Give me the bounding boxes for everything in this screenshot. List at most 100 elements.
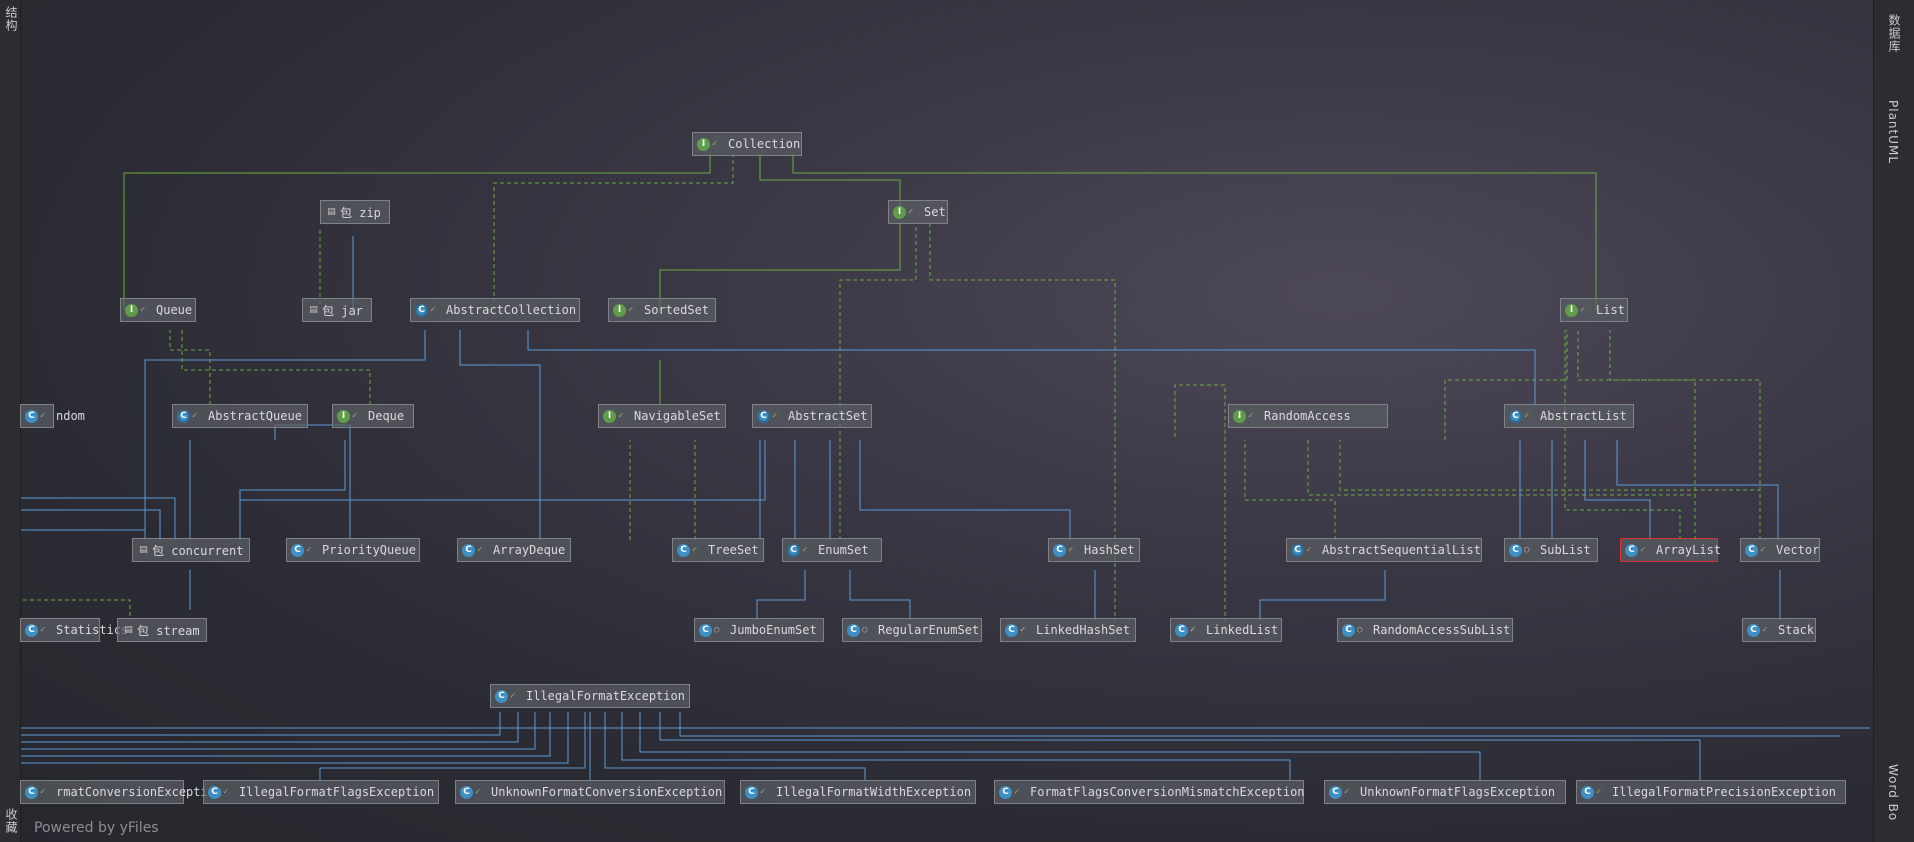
visibility-icon: ✓	[40, 411, 50, 421]
class-icon: C	[1175, 624, 1188, 637]
class-icon: C	[1509, 544, 1522, 557]
package-icon: ▤	[137, 544, 150, 557]
visibility-icon: ○	[1357, 625, 1367, 635]
node-statistics[interactable]: C✓Statistics	[20, 618, 100, 642]
visibility-icon: ✓	[306, 545, 316, 555]
node-label: PriorityQueue	[322, 543, 416, 557]
visibility-icon: ✓	[477, 545, 487, 555]
node-deque[interactable]: I✓Deque	[332, 404, 414, 428]
node-randsublist[interactable]: C○RandomAccessSubList	[1337, 618, 1513, 642]
node-label: AbstractCollection	[446, 303, 576, 317]
node-label: FormatFlagsConversionMismatchException	[1030, 785, 1305, 799]
node-hashset[interactable]: C✓HashSet	[1048, 538, 1140, 562]
node-jar[interactable]: ▤包 jar	[302, 298, 372, 322]
plantuml-tab[interactable]: PlantUML	[1886, 100, 1900, 164]
visibility-icon: ✓	[40, 625, 50, 635]
class-icon: C	[1329, 786, 1342, 799]
node-absset[interactable]: C✓AbstractSet	[752, 404, 872, 428]
structure-tab[interactable]: 结构	[3, 6, 20, 32]
abstract-class-icon: C	[1291, 544, 1304, 557]
node-linkedhashset[interactable]: C✓LinkedHashSet	[1000, 618, 1136, 642]
node-illprec[interactable]: C✓IllegalFormatPrecisionException	[1576, 780, 1846, 804]
visibility-icon: ✓	[40, 787, 50, 797]
node-illwidth[interactable]: C✓IllegalFormatWidthException	[740, 780, 976, 804]
powered-by-label: Powered by yFiles	[34, 820, 159, 836]
node-enumset[interactable]: C✓EnumSet	[782, 538, 882, 562]
node-prioq[interactable]: C✓ PriorityQueue	[286, 538, 420, 562]
interface-icon: I	[337, 410, 350, 423]
right-tool-strip: 数据库 PlantUML Word Bo	[1873, 0, 1914, 842]
node-label: SubList	[1540, 543, 1591, 557]
node-concurrent[interactable]: ▤包 concurrent	[132, 538, 250, 562]
node-abslist[interactable]: C✓AbstractList	[1504, 404, 1634, 428]
node-zip[interactable]: ▤包 zip	[320, 200, 390, 224]
node-linkedlist[interactable]: C✓LinkedList	[1170, 618, 1282, 642]
node-arraylist[interactable]: C✓ArrayList	[1620, 538, 1718, 562]
class-icon: C	[699, 624, 712, 637]
node-illflags[interactable]: C✓IllegalFormatFlagsException	[203, 780, 439, 804]
node-vector[interactable]: C✓Vector	[1740, 538, 1820, 562]
node-label: Queue	[156, 303, 192, 317]
node-label: ArrayDeque	[493, 543, 565, 557]
visibility-icon: ✓	[223, 787, 233, 797]
node-randaccess[interactable]: I✓RandomAccess	[1228, 404, 1388, 428]
visibility-icon: ✓	[772, 411, 782, 421]
node-label: UnknownFormatFlagsException	[1360, 785, 1555, 799]
node-collection[interactable]: I✓Collection	[692, 132, 802, 156]
node-random[interactable]: C✓ndom	[20, 404, 54, 428]
node-queue[interactable]: I✓Queue	[120, 298, 196, 322]
node-unkconv[interactable]: C✓UnknownFormatConversionException	[455, 780, 725, 804]
abstract-class-icon: C	[1509, 410, 1522, 423]
class-icon: C	[291, 544, 304, 557]
node-label: 包 jar	[322, 302, 363, 319]
node-illegalfmt[interactable]: C✓IllegalFormatException	[490, 684, 690, 708]
package-icon: ▤	[122, 624, 135, 637]
node-stack[interactable]: C✓ Stack	[1742, 618, 1816, 642]
node-label: Vector	[1776, 543, 1819, 557]
node-flagsmismatch[interactable]: C✓FormatFlagsConversionMismatchException	[994, 780, 1304, 804]
node-label: Stack	[1778, 623, 1814, 637]
class-icon: C	[1005, 624, 1018, 637]
visibility-icon: ✓	[1020, 625, 1030, 635]
class-icon: C	[460, 786, 473, 799]
node-arraydeque[interactable]: C✓ ArrayDeque	[457, 538, 571, 562]
node-fmtconv[interactable]: C✓rmatConversionException	[20, 780, 184, 804]
node-label: Set	[924, 205, 946, 219]
node-label: 包 concurrent	[152, 542, 243, 559]
node-label: AbstractSequentialList	[1322, 543, 1481, 557]
visibility-icon: ○	[714, 625, 724, 635]
wordbook-tab[interactable]: Word Bo	[1886, 764, 1900, 821]
node-treeset[interactable]: C✓TreeSet	[672, 538, 764, 562]
class-icon: C	[1053, 544, 1066, 557]
node-jumbo[interactable]: C○JumboEnumSet	[694, 618, 824, 642]
node-navset[interactable]: I✓NavigableSet	[598, 404, 726, 428]
left-tool-strip: 结构 收藏	[0, 0, 21, 842]
node-abscoll[interactable]: C✓AbstractCollection	[410, 298, 580, 322]
database-tab[interactable]: 数据库	[1886, 14, 1903, 53]
node-label: LinkedList	[1206, 623, 1278, 637]
node-label: HashSet	[1084, 543, 1135, 557]
class-icon: C	[1342, 624, 1355, 637]
node-unkflags[interactable]: C✓UnknownFormatFlagsException	[1324, 780, 1566, 804]
node-absseqlist[interactable]: C✓AbstractSequentialList	[1286, 538, 1482, 562]
class-icon: C	[1747, 624, 1760, 637]
node-stream[interactable]: ▤包 stream	[117, 618, 207, 642]
node-regular[interactable]: C○RegularEnumSet	[842, 618, 982, 642]
node-sublist[interactable]: C○SubList	[1504, 538, 1598, 562]
node-set[interactable]: I✓Set	[888, 200, 948, 224]
favorites-tab[interactable]: 收藏	[3, 808, 20, 834]
node-list[interactable]: I✓List	[1560, 298, 1628, 322]
visibility-icon: ✓	[1640, 545, 1650, 555]
node-label: rmatConversionException	[56, 785, 222, 799]
visibility-icon: ✓	[1762, 625, 1772, 635]
visibility-icon: ✓	[352, 411, 362, 421]
abstract-class-icon: C	[415, 304, 428, 317]
class-icon: C	[25, 410, 38, 423]
visibility-icon: ✓	[1596, 787, 1606, 797]
node-sortedset[interactable]: I✓SortedSet	[608, 298, 716, 322]
node-absqueue[interactable]: C✓AbstractQueue	[172, 404, 308, 428]
node-label: RandomAccess	[1264, 409, 1351, 423]
class-icon: C	[462, 544, 475, 557]
node-label: UnknownFormatConversionException	[491, 785, 722, 799]
